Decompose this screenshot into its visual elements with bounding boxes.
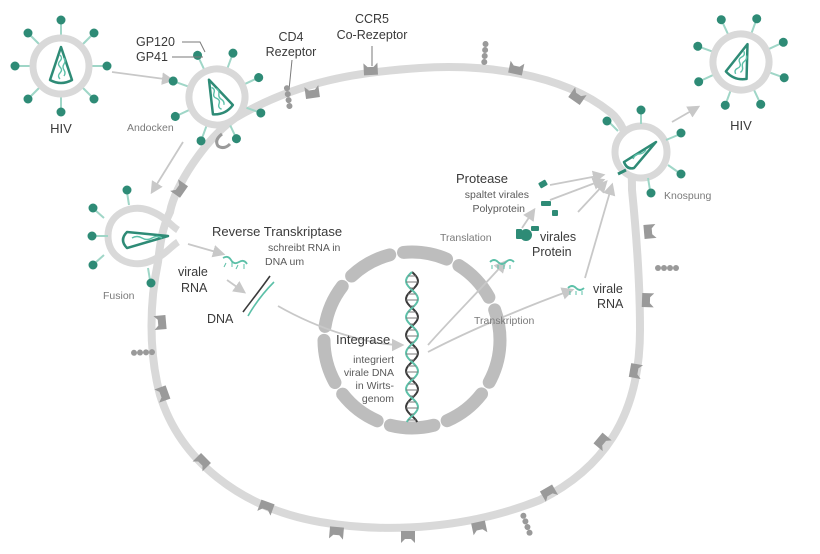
viral-rna-strand-2 — [567, 285, 585, 295]
cell-membrane — [147, 63, 645, 532]
label-cd4-line2: Rezeptor — [266, 45, 317, 59]
label-virale-rna-1a: virale — [178, 265, 208, 279]
label-translation: Translation — [440, 232, 492, 244]
label-integrase-title: Integrase — [336, 332, 390, 347]
label-transkription: Transkription — [474, 315, 534, 327]
cd4-receptor — [283, 59, 293, 110]
label-rt-sub1: schreibt RNA in — [268, 242, 341, 254]
label-cd4-line1: CD4 — [278, 30, 303, 44]
label-rt-sub2: DNA um — [265, 256, 304, 268]
label-gp120: GP120 — [136, 35, 175, 49]
nucleus — [317, 245, 507, 435]
hiv-virion-budding — [602, 105, 686, 198]
label-hiv-left: HIV — [50, 121, 72, 136]
viral-rna-strand-translation — [489, 259, 515, 269]
hiv-virion-fusion — [87, 185, 181, 288]
label-dna: DNA — [207, 312, 234, 326]
label-virales-protein-a: virales — [540, 230, 576, 244]
host-dna-helix — [405, 271, 419, 423]
label-virale-rna-2a: virale — [593, 282, 623, 296]
label-gp41: GP41 — [136, 50, 168, 64]
label-integrase-sub1: integriert — [353, 354, 394, 366]
label-ccr5-line1: CCR5 — [355, 12, 389, 26]
label-fusion: Fusion — [103, 290, 135, 302]
process-arrows — [111, 71, 701, 353]
label-integrase-sub3: in Wirts- — [356, 380, 395, 392]
label-protease-title: Protease — [456, 171, 508, 186]
label-virales-protein-b: Protein — [532, 245, 572, 259]
label-hiv-right: HIV — [730, 118, 752, 133]
viral-protein-fragments — [516, 179, 558, 241]
hiv-virion-docking — [150, 30, 284, 164]
hiv-virion-free-left — [11, 16, 112, 117]
label-knospung: Knospung — [664, 190, 711, 202]
gp-pointer-lines — [172, 41, 206, 58]
viral-rna-strand-1 — [222, 255, 248, 270]
label-rt-title: Reverse Transkriptase — [212, 224, 342, 239]
label-virale-rna-2b: RNA — [597, 297, 624, 311]
labels: HIV GP120 GP41 CD4 Rezeptor CCR5 Co-Reze… — [50, 12, 752, 405]
viral-dna-strand-1 — [242, 275, 275, 317]
label-integrase-sub2: virale DNA — [344, 367, 394, 379]
label-integrase-sub4: genom — [362, 393, 394, 405]
label-ccr5-line2: Co-Rezeptor — [337, 28, 408, 42]
label-protease-sub1: spaltet virales — [465, 189, 529, 201]
label-protease-sub2: Polyprotein — [472, 203, 525, 215]
label-andocken: Andocken — [127, 122, 174, 134]
label-virale-rna-1b: RNA — [181, 281, 208, 295]
